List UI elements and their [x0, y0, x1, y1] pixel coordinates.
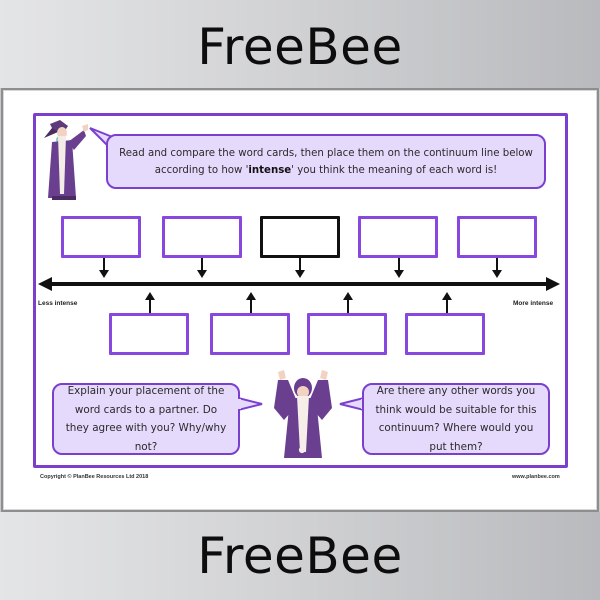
connector-line	[347, 299, 349, 313]
connector-line	[201, 258, 203, 272]
website-link[interactable]: www.planbee.com	[512, 474, 560, 480]
connector-line	[250, 299, 252, 313]
wizard-pointing-icon	[44, 120, 88, 200]
arrow-down-icon	[394, 270, 404, 278]
arrow-down-icon	[492, 270, 502, 278]
more-intense-label: More intense	[513, 300, 554, 307]
arrow-up-icon	[246, 292, 256, 300]
speech-tail-left	[238, 396, 263, 412]
word-card-slot-7[interactable]	[210, 313, 290, 355]
arrow-right-icon	[546, 277, 560, 291]
word-card-slot-8[interactable]	[307, 313, 387, 355]
word-card-slot-9[interactable]	[405, 313, 485, 355]
arrow-down-icon	[99, 270, 109, 278]
banner-title: FreeBee	[197, 18, 403, 76]
discussion-prompt-text: Explain your placement of the word cards…	[65, 385, 227, 453]
connector-line	[149, 299, 151, 313]
word-card-slot-3[interactable]	[260, 216, 340, 258]
speech-tail-right	[339, 396, 364, 412]
word-card-slot-1[interactable]	[61, 216, 141, 258]
instruction-emphasis: intense	[248, 164, 292, 176]
top-banner: FreeBee	[0, 0, 600, 88]
extension-prompt-text: Are there any other words you think woul…	[375, 385, 537, 453]
worksheet-frame	[33, 113, 568, 468]
connector-line	[299, 258, 301, 272]
arrow-left-icon	[38, 277, 52, 291]
arrow-up-icon	[343, 292, 353, 300]
word-card-slot-4[interactable]	[358, 216, 438, 258]
bottom-banner: FreeBee	[0, 512, 600, 600]
discussion-prompt-bubble: Explain your placement of the word cards…	[52, 383, 240, 455]
wizard-arms-raised-icon	[274, 370, 332, 458]
arrow-down-icon	[295, 270, 305, 278]
connector-line	[446, 299, 448, 313]
less-intense-label: Less intense	[38, 300, 78, 307]
connector-line	[103, 258, 105, 272]
extension-prompt-bubble: Are there any other words you think woul…	[362, 383, 550, 455]
word-card-slot-2[interactable]	[162, 216, 242, 258]
word-card-slot-5[interactable]	[457, 216, 537, 258]
arrow-down-icon	[197, 270, 207, 278]
instruction-bubble: Read and compare the word cards, then pl…	[106, 134, 546, 189]
word-card-slot-6[interactable]	[109, 313, 189, 355]
arrow-up-icon	[442, 292, 452, 300]
connector-line	[398, 258, 400, 272]
banner-title: FreeBee	[197, 527, 403, 585]
copyright-text: Copyright © PlanBee Resources Ltd 2018	[40, 474, 149, 480]
continuum-line	[48, 282, 550, 286]
connector-line	[496, 258, 498, 272]
instruction-text: Read and compare the word cards, then pl…	[119, 147, 533, 176]
arrow-up-icon	[145, 292, 155, 300]
